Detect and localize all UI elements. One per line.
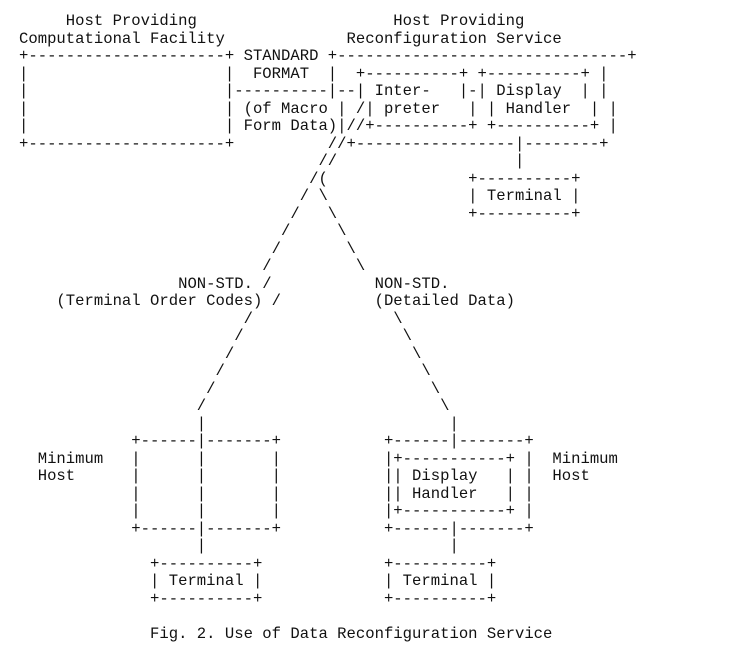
diagram-line: +------|-------+ +------|-------+ [19,519,534,538]
diagram-line: / \ [19,344,422,363]
diagram-line: | | | || Handler | | [19,484,534,503]
diagram-line: +---------------------+ //+-------------… [19,134,609,153]
diagram-line: +----------+ +----------+ [19,589,497,608]
diagram-line: Host Providing Host Providing [19,12,525,30]
diagram-line: | | [19,414,459,433]
diagram-line: Host | | | || Display | | Host [19,467,590,485]
diagram-line: +---------------------+ STANDARD +------… [19,47,637,65]
diagram-line: +----------+ +----------+ [19,554,497,573]
diagram-line: (Terminal Order Codes) / (Detailed Data) [19,292,515,310]
diagram-line: | | FORMAT | +----------+ +----------+ | [19,64,609,83]
diagram-line: | Terminal | | Terminal | [19,572,497,590]
diagram-line [19,608,637,626]
diagram-line: / \ [19,239,356,258]
diagram-line: | |----------|--| Inter- |-| Display | | [19,82,609,100]
diagram-line: NON-STD. / NON-STD. [19,274,450,293]
diagram-line: | | (of Macro | /| preter | | Handler | … [19,99,618,118]
diagram-line: / \ [19,222,347,240]
diagram-line: +------|-------+ +------|-------+ [19,432,534,450]
diagram-line: | | Form Data)|//+----------+ +---------… [19,117,618,135]
diagram-line: / \ [19,362,431,380]
diagram-line: / \ [19,397,450,415]
diagram-line: /( +----------+ [19,169,581,188]
diagram-line: | | | |+-----------+ | [19,502,534,520]
diagram-line: Computational Facility Reconfiguration S… [19,29,562,48]
diagram-line: / \ [19,379,441,398]
diagram-line: / \ +----------+ [19,204,581,223]
figure-caption: Fig. 2. Use of Data Reconfiguration Serv… [19,624,553,643]
diagram-line: | | [19,537,459,555]
diagram-line: / \ [19,327,413,345]
diagram-line: / \ | Terminal | [19,187,581,205]
diagram-line: / \ [19,257,366,275]
diagram-line: // | [19,152,525,170]
diagram-line: Minimum | | | |+-----------+ | Minimum [19,449,618,468]
diagram-line: / \ [19,309,403,328]
